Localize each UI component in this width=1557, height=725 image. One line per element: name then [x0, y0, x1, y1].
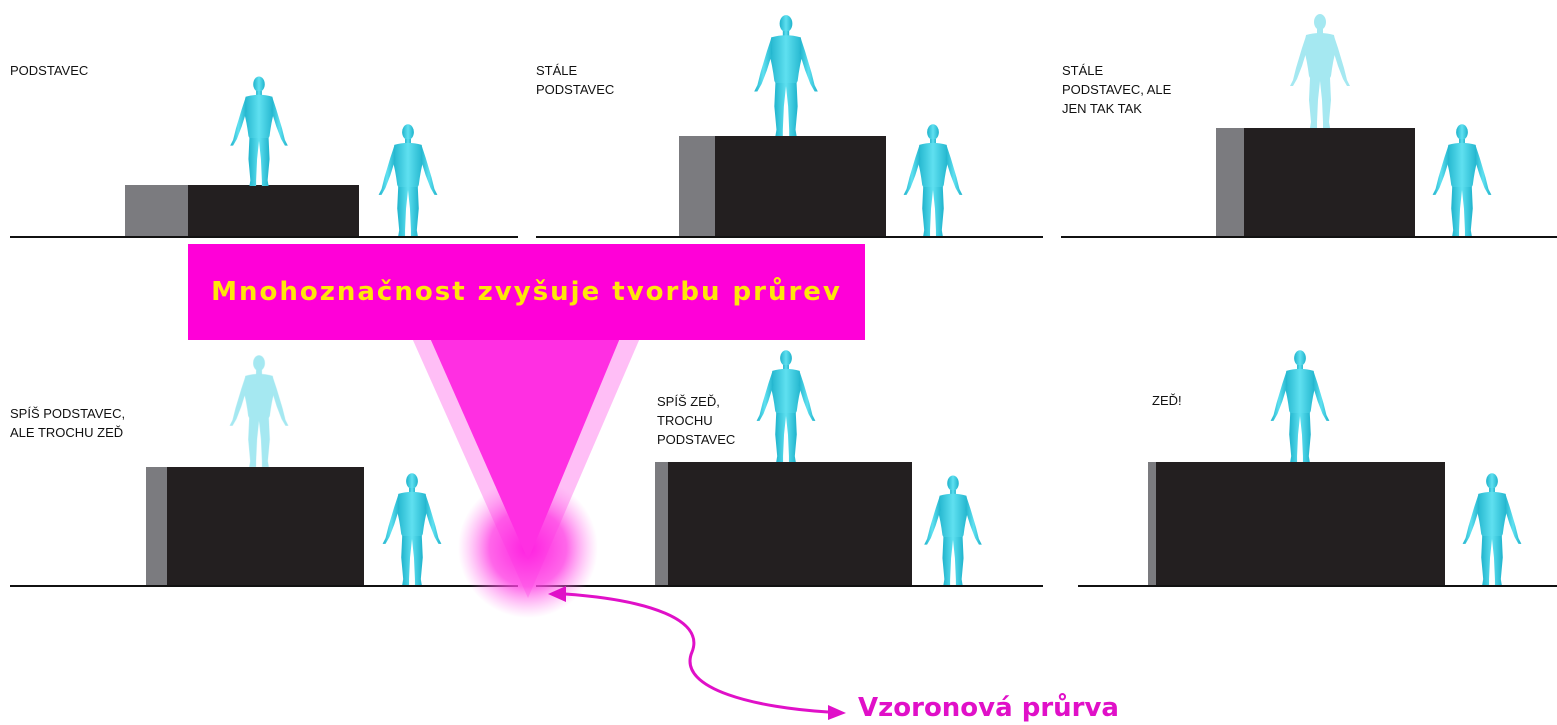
human-figure-icon — [754, 15, 818, 137]
human-figure-faded-icon — [229, 355, 289, 467]
headline-banner: Mnohoznačnost zvyšuje tvorbu průrev — [188, 244, 865, 340]
block-panel-2 — [679, 136, 886, 236]
panel-label-6: ZEĎ! — [1152, 393, 1182, 408]
funnel-glow — [412, 338, 640, 618]
ground-lines — [10, 236, 1557, 587]
headline-text: Mnohoznačnost zvyšuje tvorbu průrev — [211, 277, 842, 307]
callout-label: Vzoronová průrva — [858, 693, 1119, 723]
block-panel-4 — [146, 467, 364, 585]
block-panel-1 — [125, 185, 359, 236]
panel-label-4: SPÍŠ PODSTAVEC, ALE TROCHU ZEĎ — [10, 406, 126, 440]
block-panel-5 — [655, 462, 912, 585]
panel-label-5: SPÍŠ ZEĎ, TROCHU PODSTAVEC — [657, 394, 736, 447]
arrow-head-left — [548, 586, 566, 602]
block-panel-6 — [1148, 462, 1445, 585]
panel-label-1: PODSTAVEC — [10, 63, 89, 78]
panel-label-2: STÁLE PODSTAVEC — [536, 63, 615, 97]
human-figure-icon — [903, 124, 963, 236]
human-figure-icon — [1432, 124, 1492, 236]
human-figure-icon — [378, 124, 438, 236]
human-figure-icon — [382, 473, 442, 585]
human-figure-icon — [230, 76, 288, 186]
human-figure-icon — [1462, 473, 1522, 585]
human-figure-icon — [924, 475, 982, 585]
arrow-head-right — [828, 705, 846, 720]
human-figure-faded-icon — [1290, 14, 1350, 128]
block-panel-3 — [1216, 128, 1415, 236]
human-figure-icon — [1270, 350, 1330, 462]
panel-label-3: STÁLE PODSTAVEC, ALE JEN TAK TAK — [1062, 63, 1172, 116]
callout-arrow — [564, 592, 829, 714]
human-figure-icon — [756, 350, 816, 462]
